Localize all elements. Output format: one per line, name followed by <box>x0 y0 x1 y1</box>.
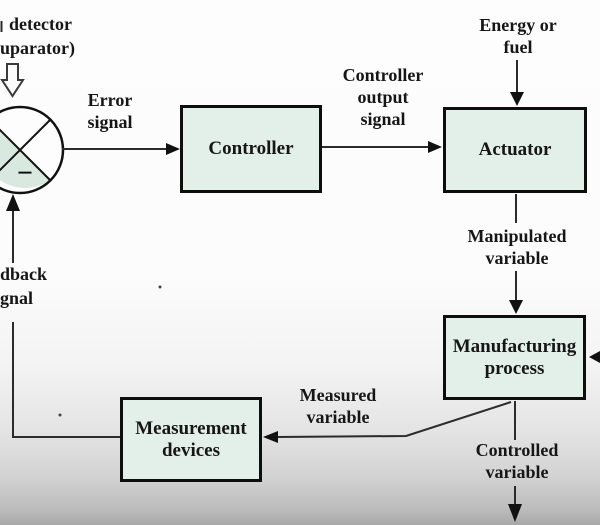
measurement-devices-label-line2: devices <box>161 439 221 461</box>
controlled-arrowhead <box>508 504 522 522</box>
manipulated-variable-label: Manipulated variable <box>467 226 567 268</box>
actuator-box-label: Actuator <box>478 139 552 160</box>
error-signal-arrowhead <box>166 143 180 155</box>
error-detector-label-fragment-line1: detector <box>9 14 72 34</box>
feedback-arrowhead <box>6 194 20 211</box>
measured-variable-line <box>276 401 512 438</box>
energy-arrowhead <box>510 92 524 106</box>
measurement-devices-box: Measurement devices <box>120 397 262 482</box>
speck-dot-1 <box>158 285 162 289</box>
controller-box: Controller <box>180 105 322 193</box>
measured-variable-label: Measured variable <box>299 385 377 427</box>
manufacturing-process-label-line2: process <box>484 357 545 379</box>
controller-output-signal-label: Controller output signal <box>342 65 424 129</box>
actuator-box: Actuator <box>443 107 587 193</box>
manufacturing-process-label-line1: Manufacturing <box>452 335 577 357</box>
controller-box-label: Controller <box>208 138 294 159</box>
feedback-signal-label-fragment-line2: gnal <box>0 288 34 308</box>
feedback-signal-label-fragment-line1: dback <box>0 264 48 284</box>
manipulated-arrowhead <box>509 300 523 314</box>
feedback-line-lower <box>12 322 120 438</box>
speck-dot-2 <box>58 413 62 417</box>
comparator-minus-sign: − <box>17 158 33 189</box>
manufacturing-process-box: Manufacturing process <box>443 315 586 400</box>
measurement-devices-label-line1: Measurement <box>135 417 247 439</box>
measured-variable-arrowhead <box>263 431 278 443</box>
controlled-variable-label: Controlled variable <box>475 440 559 482</box>
setpoint-block-arrow-icon <box>0 63 25 98</box>
error-signal-label: Error signal <box>87 90 133 132</box>
controller-output-arrowhead <box>428 141 442 153</box>
right-edge-input-arrowhead <box>589 351 600 363</box>
comparator-mint-wedge <box>0 130 50 189</box>
energy-or-fuel-label: Energy or fuel <box>479 15 557 57</box>
error-detector-label-fragment-line2: uparator) <box>0 38 75 58</box>
comparator-diagonal-2 <box>0 119 51 172</box>
